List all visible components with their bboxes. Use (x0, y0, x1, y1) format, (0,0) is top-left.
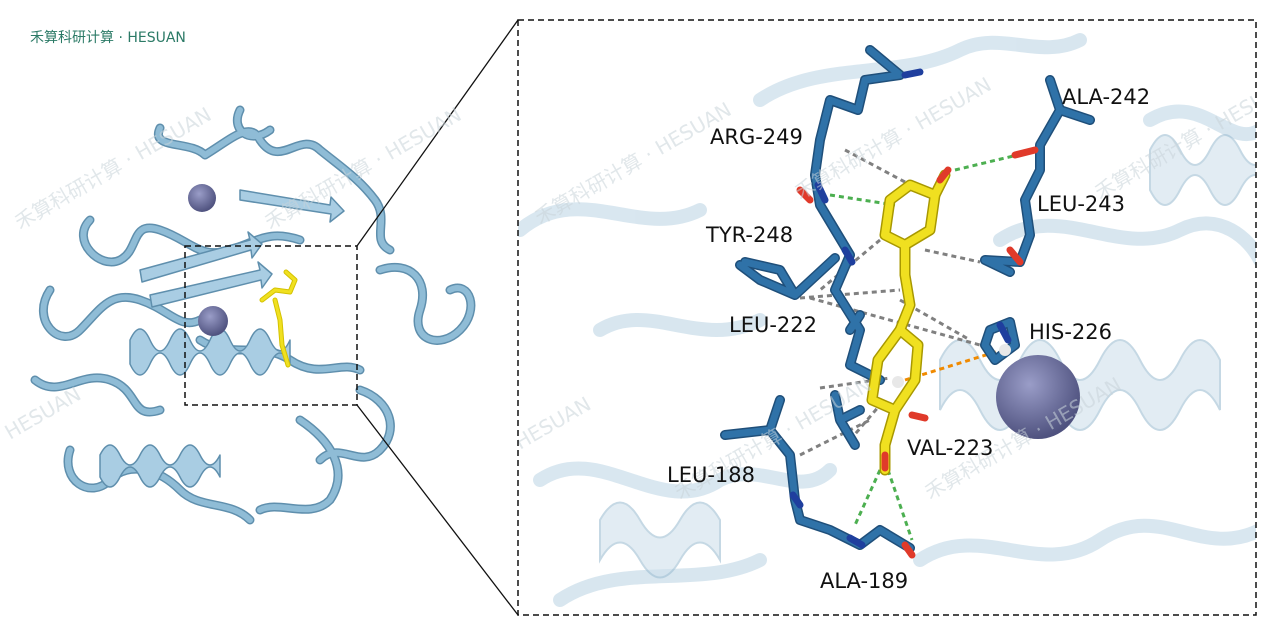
watermark-left-3: HESUAN (1, 382, 85, 445)
label-ala189: ALA-189 (820, 569, 908, 593)
label-leu222: LEU-222 (729, 313, 817, 337)
label-leu188: LEU-188 (667, 463, 755, 487)
watermark-left-2: 禾算科研计算 · HESUAN (261, 102, 466, 234)
selection-box (184, 245, 358, 406)
label-tyr248: TYR-248 (705, 223, 793, 247)
his-hydrogen (999, 344, 1011, 356)
metal-ion-top (188, 184, 216, 212)
ligand-sticks (866, 166, 952, 476)
label-leu243: LEU-243 (1037, 192, 1125, 216)
brand-watermark: 禾算科研计算 · HESUAN (30, 30, 186, 46)
inset-border (517, 19, 1257, 616)
label-ala242: ALA-242 (1062, 85, 1150, 109)
zoom-connector-top (356, 19, 519, 247)
label-his226: HIS-226 (1029, 320, 1112, 344)
metal-ion-center (198, 306, 228, 336)
inset-view: 禾算科研计算 · HESUAN 禾算科研计算 · HESUAN 禾算科研计算 ·… (518, 20, 1256, 615)
ligand-hydrogen (892, 376, 904, 388)
label-arg249: ARG-249 (710, 125, 803, 149)
watermark-left-1: 禾算科研计算 · HESUAN (11, 102, 216, 234)
metal-ion-zoomed (996, 355, 1080, 439)
overview-protein (30, 105, 476, 525)
label-val223: VAL-223 (907, 436, 993, 460)
zoom-connector-bottom (356, 404, 519, 616)
